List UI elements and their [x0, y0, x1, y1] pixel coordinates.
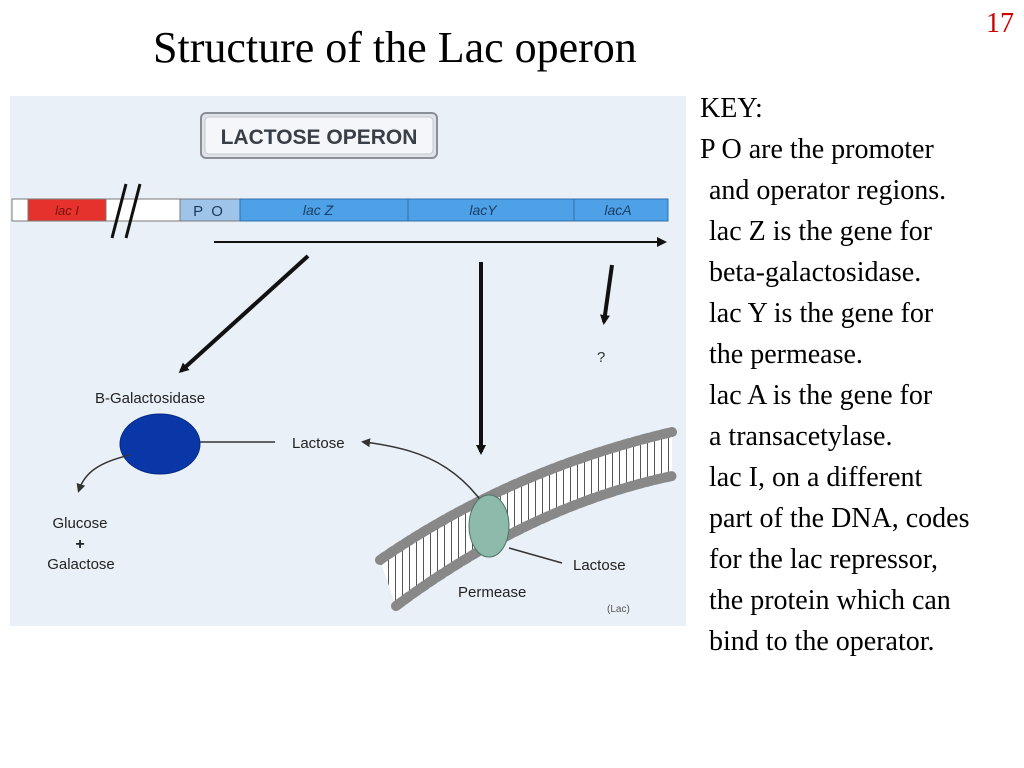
key-line: and operator regions. — [709, 175, 947, 206]
permease-protein — [468, 494, 510, 558]
key-line: lac A is the gene for — [709, 380, 933, 411]
hydrolysis-arrow — [76, 454, 131, 493]
key-line: beta-galactosidase. — [709, 257, 922, 288]
key-line: the permease. — [709, 339, 863, 370]
key-line: P O are the promoter — [700, 134, 934, 165]
glucose-label: Glucose — [52, 515, 107, 532]
key-line: for the lac repressor, — [709, 544, 938, 575]
key-heading: KEY: — [700, 93, 763, 124]
lacZ-label: lac Z — [303, 202, 334, 218]
plus-sign: + — [75, 536, 84, 553]
permease-label: Permease — [458, 584, 526, 601]
lactose-label-bottom: Lactose — [573, 557, 626, 574]
permease-lactose-link — [508, 547, 563, 564]
lactose-operon-banner: LACTOSE OPERON — [200, 112, 438, 159]
dna-strip: lac I P O lac Z lacY lacA — [11, 183, 669, 239]
lacI-label: lac I — [55, 203, 79, 218]
key-line: lac I, on a different — [709, 462, 923, 493]
lacA-label: lacA — [604, 202, 631, 218]
key-line: bind to the operator. — [709, 626, 935, 657]
figure-credit: (Lac) — [607, 604, 630, 615]
slide-title: Structure of the Lac operon — [153, 23, 637, 72]
lacA-to-unknown-arrow — [600, 264, 614, 325]
key-line: the protein which can — [709, 585, 951, 616]
unknown-product-label: ? — [597, 349, 605, 366]
key-line: lac Y is the gene for — [709, 298, 934, 329]
key-line: lac Z is the gene for — [709, 216, 933, 247]
lacY-label: lacY — [469, 202, 498, 218]
lacA-gene — [573, 198, 669, 222]
key-line: a transacetylase. — [709, 421, 893, 452]
lactose-label-top: Lactose — [292, 435, 345, 452]
banner-label: LACTOSE OPERON — [221, 126, 418, 149]
dna-break-mark — [124, 183, 142, 239]
key-line: part of the DNA, codes — [709, 503, 970, 534]
slide-number: 17 — [986, 8, 1014, 39]
b-galactosidase-label: B-Galactosidase — [95, 390, 205, 407]
b-galactosidase-enzyme — [119, 413, 201, 475]
cell-membrane — [375, 427, 677, 611]
galactose-label: Galactose — [47, 556, 115, 573]
lacZ-to-enzyme-arrow — [178, 254, 310, 374]
dna-break-mark — [110, 183, 128, 239]
po-label: P O — [193, 203, 223, 220]
diagram-background — [10, 96, 686, 626]
key-panel: KEY: P O are the promoter and operator r… — [700, 88, 1024, 662]
